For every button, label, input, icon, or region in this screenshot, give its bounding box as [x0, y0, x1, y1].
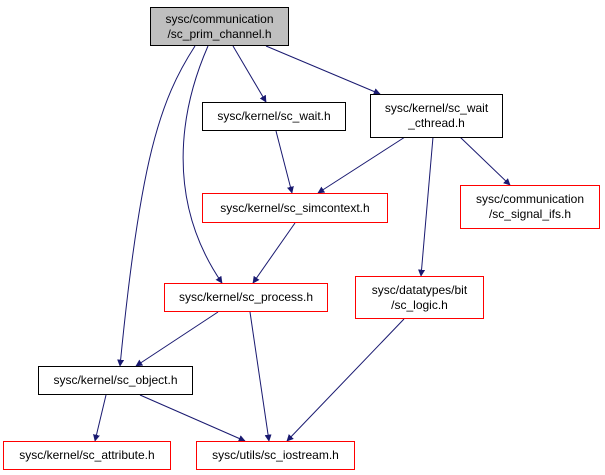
node-sc-iostream-label: sysc/utils/sc_iostream.h	[212, 448, 339, 462]
node-sc-attribute[interactable]: sysc/kernel/sc_attribute.h	[3, 441, 171, 470]
edge-sc-wait-cthread-to-sc-signal-ifs	[459, 136, 511, 186]
edge-sc-logic-to-sc-iostream	[286, 318, 405, 442]
node-sc-iostream[interactable]: sysc/utils/sc_iostream.h	[196, 441, 355, 470]
node-sc-simcontext[interactable]: sysc/kernel/sc_simcontext.h	[202, 193, 388, 223]
edge-sc-wait-to-sc-simcontext	[275, 130, 294, 194]
node-sc-signal-ifs[interactable]: sysc/communication /sc_signal_ifs.h	[460, 185, 600, 229]
edge-sc-wait-cthread-to-sc-simcontext	[317, 136, 406, 194]
node-sc-logic-line2: /sc_logic.h	[391, 297, 448, 312]
node-sc-prim-channel-line2: /sc_prim_channel.h	[167, 26, 272, 41]
edge-sc-process-to-sc-iostream	[249, 311, 272, 442]
node-sc-object[interactable]: sysc/kernel/sc_object.h	[38, 366, 193, 395]
node-sc-attribute-label: sysc/kernel/sc_attribute.h	[19, 448, 155, 462]
node-sc-process-label: sysc/kernel/sc_process.h	[178, 290, 314, 304]
node-sc-wait-cthread-line2: _cthread.h	[408, 116, 465, 130]
node-sc-wait[interactable]: sysc/kernel/sc_wait.h	[202, 102, 346, 131]
node-sc-logic[interactable]: sysc/datatypes/bit /sc_logic.h	[355, 276, 484, 319]
edge-prim-channel-to-sc-wait-cthread	[265, 45, 381, 95]
node-sc-signal-ifs-line2: /sc_signal_ifs.h	[488, 207, 572, 221]
node-sc-prim-channel[interactable]: sysc/communication /sc_prim_channel.h	[150, 7, 289, 46]
edge-sc-wait-cthread-to-sc-logic	[418, 136, 434, 277]
edge-sc-process-to-sc-object	[135, 311, 219, 367]
node-sc-process[interactable]: sysc/kernel/sc_process.h	[164, 283, 328, 312]
node-sc-signal-ifs-line1: sysc/communication	[475, 192, 585, 206]
node-sc-object-label: sysc/kernel/sc_object.h	[53, 373, 178, 387]
node-sc-wait-cthread-line1: sysc/kernel/sc_wait	[384, 101, 489, 115]
node-sc-wait-label: sysc/kernel/sc_wait.h	[217, 109, 331, 123]
edge-prim-channel-to-sc-wait	[232, 45, 267, 103]
node-sc-logic-line1: sysc/datatypes/bit	[371, 282, 468, 297]
node-sc-wait-cthread[interactable]: sysc/kernel/sc_wait _cthread.h	[370, 94, 503, 138]
edge-sc-simcontext-to-sc-process	[252, 222, 296, 284]
edge-sc-object-to-sc-attribute	[93, 394, 107, 442]
edge-sc-object-to-sc-iostream	[139, 394, 246, 442]
node-sc-simcontext-label: sysc/kernel/sc_simcontext.h	[220, 200, 370, 215]
edge-prim-channel-to-sc-object	[117, 45, 196, 367]
edge-prim-channel-to-sc-process	[182, 45, 223, 284]
node-sc-prim-channel-line1: sysc/communication	[165, 11, 274, 26]
